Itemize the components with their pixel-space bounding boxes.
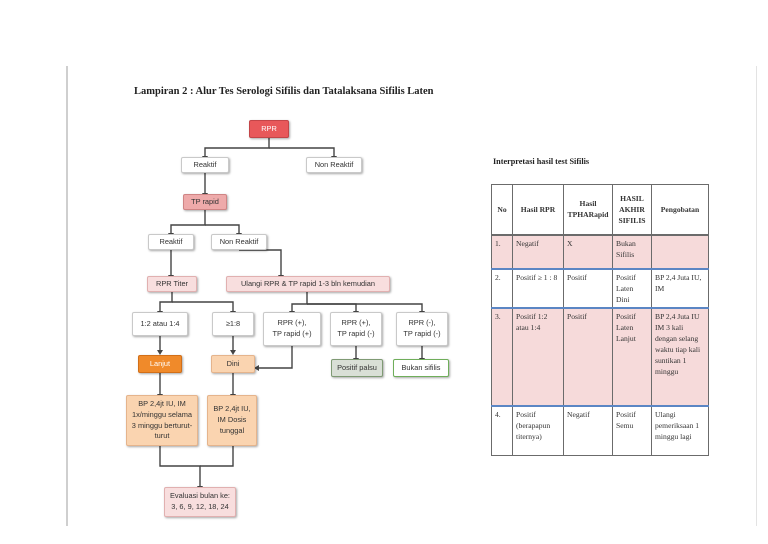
table-cell: 4. (491, 405, 513, 456)
table-header-tpha: Hasil TPHARapid (563, 184, 613, 236)
table-caption: Interpretasi hasil test Sifilis (493, 157, 590, 166)
rpr-titer-box: RPR Titer (147, 276, 197, 292)
bukan-sifilis-box: Bukan sifilis (393, 359, 449, 377)
table-header-no: No (491, 184, 513, 236)
table-cell: 3. (491, 307, 513, 406)
positif-palsu-box: Positif palsu (331, 359, 383, 377)
table-cell: Positif (berapapun titernya) (512, 405, 564, 456)
table-cell: Positif Semu (612, 405, 652, 456)
rpr-neg-tp-neg-box: RPR (-), TP rapid (-) (396, 312, 448, 346)
titer-low-box: 1:2 atau 1:4 (132, 312, 188, 336)
table-cell: Ulangi pemeriksaan 1 minggu lagi (651, 405, 709, 456)
non-reaktif-box-2: Non Reaktif (211, 234, 267, 250)
rpr-pos-tp-pos-box: RPR (+), TP rapid (+) (263, 312, 321, 346)
table-header-hasil-rpr: Hasil RPR (512, 184, 564, 236)
table-cell: BP 2,4 Juta IU, IM (651, 268, 709, 308)
table-cell: Positif ≥ 1 : 8 (512, 268, 564, 308)
table-cell: Negatif (563, 405, 613, 456)
table-header-hasil-akhir: HASIL AKHIR SIFILIS (612, 184, 652, 236)
page-title: Lampiran 2 : Alur Tes Serologi Sifilis d… (134, 86, 434, 97)
table-row: 2. Positif ≥ 1 : 8 Positif Positif Laten… (491, 268, 709, 308)
table-row: 1. Negatif X Bukan Sifilis (491, 234, 709, 269)
lanjut-box: Lanjut (138, 355, 182, 373)
table-cell: Positif 1:2 atau 1:4 (512, 307, 564, 406)
reaktif-box-2: Reaktif (148, 234, 194, 250)
table-row: 3. Positif 1:2 atau 1:4 Positif Positif … (491, 307, 709, 406)
dini-box: Dini (211, 355, 255, 373)
table-cell (651, 234, 709, 269)
page-right-border (756, 66, 757, 526)
ulangi-rpr-box: Ulangi RPR & TP rapid 1-3 bln kemudian (226, 276, 390, 292)
bp-dini-treatment-box: BP 2,4jt IU, IM Dosis tunggal (207, 395, 257, 446)
table-cell: Bukan Sifilis (612, 234, 652, 269)
table-cell: Positif (563, 307, 613, 406)
table-cell: 1. (491, 234, 513, 269)
rpr-pos-tp-neg-box: RPR (+), TP rapid (-) (330, 312, 382, 346)
table-cell: BP 2,4 Juta IU IM 3 kali dengan selang w… (651, 307, 709, 406)
table-cell: Positif (563, 268, 613, 308)
bp-lanjut-treatment-box: BP 2,4jt IU, IM 1x/minggu selama 3 mingg… (126, 395, 198, 446)
interpretation-table: No Hasil RPR Hasil TPHARapid HASIL AKHIR… (491, 184, 709, 456)
rpr-box: RPR (249, 120, 289, 138)
titer-high-box: ≥1:8 (212, 312, 254, 336)
evaluasi-box: Evaluasi bulan ke: 3, 6, 9, 12, 18, 24 (164, 487, 236, 517)
table-cell: Positif Laten Lanjut (612, 307, 652, 406)
table-cell: X (563, 234, 613, 269)
reaktif-box-1: Reaktif (181, 157, 229, 173)
tp-rapid-box: TP rapid (183, 194, 227, 210)
table-header-pengobatan: Pengobatan (651, 184, 709, 236)
table-cell: Positif Laten Dini (612, 268, 652, 308)
table-row: 4. Positif (berapapun titernya) Negatif … (491, 405, 709, 456)
table-cell: Negatif (512, 234, 564, 269)
table-cell: 2. (491, 268, 513, 308)
page-left-border (66, 66, 68, 526)
non-reaktif-box-1: Non Reaktif (306, 157, 362, 173)
